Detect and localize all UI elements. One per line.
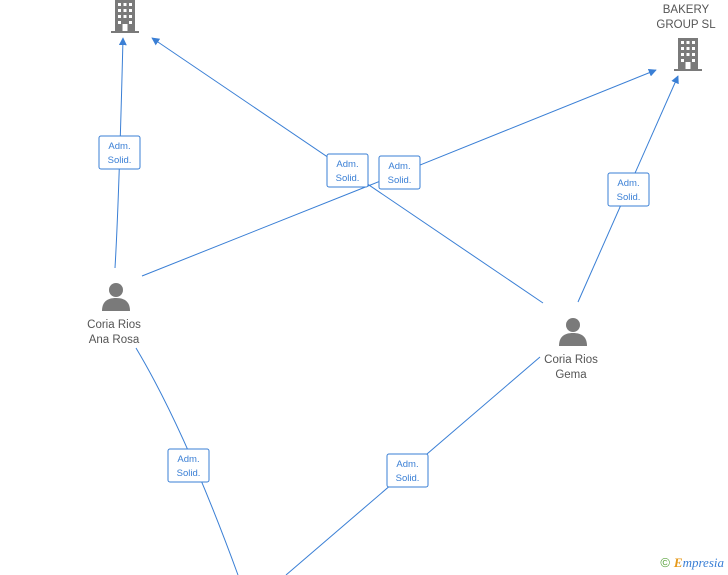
edge-label-gema-offscreen: Adm. Solid. bbox=[386, 453, 429, 488]
node-coria-gema[interactable]: Coria Rios Gema bbox=[544, 318, 598, 381]
edge-label-gema-bakery-group: Adm. Solid. bbox=[607, 172, 650, 207]
brand-initial: E bbox=[673, 555, 683, 570]
edge-label-ana-rosa-offscreen: Adm. Solid. bbox=[167, 448, 210, 483]
node-label-line-1: Coria Rios bbox=[87, 319, 141, 331]
svg-text:Solid.: Solid. bbox=[617, 192, 641, 203]
node-company-top-left[interactable] bbox=[111, 0, 139, 33]
node-bakery-group[interactable]: BAKERY GROUP SL bbox=[656, 4, 716, 71]
svg-text:Adm.: Adm. bbox=[336, 159, 358, 170]
copyright-symbol: © bbox=[660, 555, 670, 570]
svg-text:Adm.: Adm. bbox=[617, 178, 639, 189]
svg-text:Solid.: Solid. bbox=[388, 175, 412, 186]
svg-text:Adm.: Adm. bbox=[177, 454, 199, 465]
node-label-line-2: Ana Rosa bbox=[89, 334, 140, 346]
node-label-line-2: Gema bbox=[555, 369, 587, 381]
svg-text:Solid.: Solid. bbox=[396, 473, 420, 484]
building-icon bbox=[674, 38, 702, 71]
svg-text:Adm.: Adm. bbox=[388, 161, 410, 172]
edge-label-ana-rosa-company-top-left: Adm. Solid. bbox=[98, 135, 141, 170]
node-label-line-2: GROUP SL bbox=[656, 19, 716, 31]
svg-text:Solid.: Solid. bbox=[177, 468, 201, 479]
empresia-watermark: ©Empresia bbox=[660, 555, 724, 571]
person-icon bbox=[559, 318, 587, 346]
brand-name: mpresia bbox=[682, 555, 724, 570]
person-icon bbox=[102, 283, 130, 311]
edge-ana-rosa-to-offscreen bbox=[135, 347, 239, 575]
edge-label-ana-rosa-bakery-group: Adm. Solid. bbox=[378, 155, 421, 190]
node-coria-ana-rosa[interactable]: Coria Rios Ana Rosa bbox=[87, 283, 141, 346]
node-label-line-1: BAKERY bbox=[663, 4, 710, 16]
svg-text:Adm.: Adm. bbox=[396, 459, 418, 470]
node-label-line-1: Coria Rios bbox=[544, 354, 598, 366]
svg-text:Solid.: Solid. bbox=[108, 155, 132, 166]
building-icon bbox=[111, 0, 139, 33]
svg-text:Solid.: Solid. bbox=[336, 173, 360, 184]
edge-label-gema-company-top-left: Adm. Solid. bbox=[326, 153, 369, 188]
edge-ana-rosa-to-company-top-left bbox=[114, 37, 127, 269]
svg-text:Adm.: Adm. bbox=[108, 141, 130, 152]
